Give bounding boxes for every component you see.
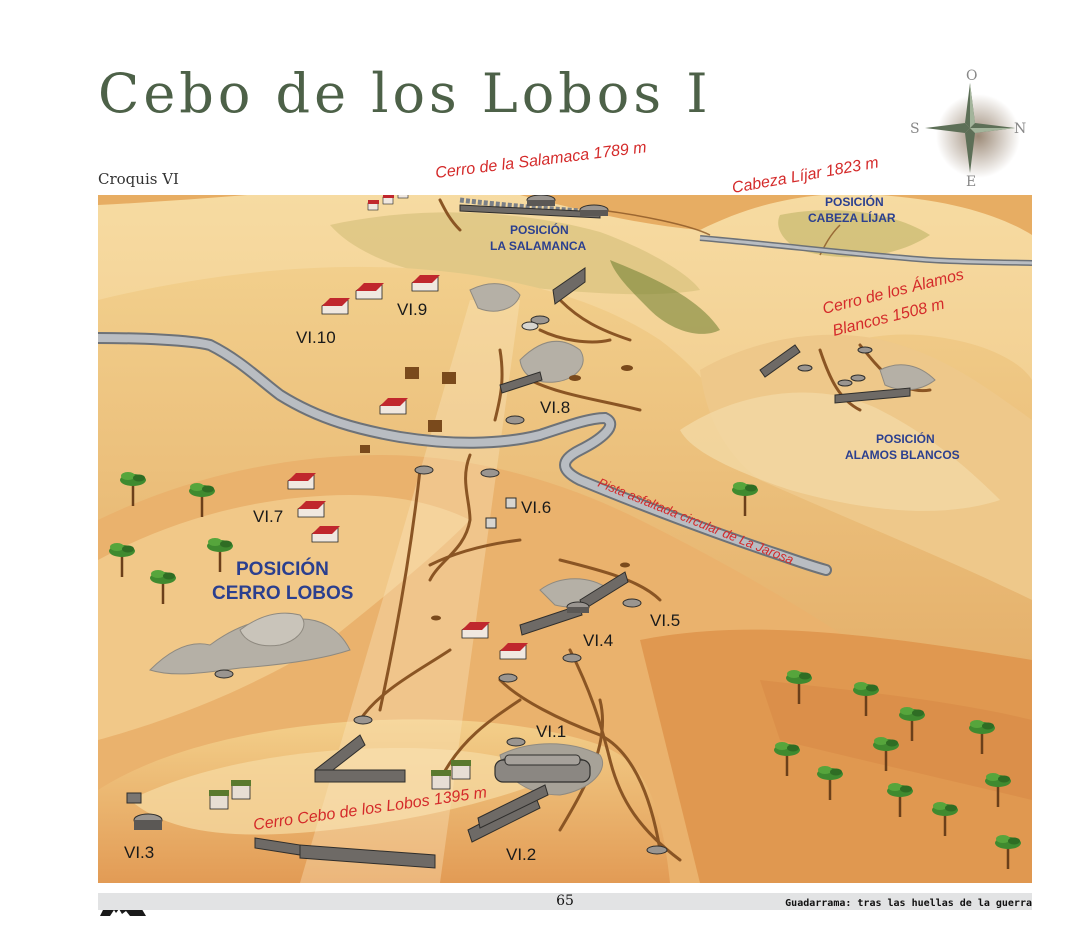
compass-west-label: O: [966, 68, 977, 84]
site-label-vi7: VI.7: [253, 507, 283, 526]
fortification-walls: [254, 204, 911, 869]
position-salamanca-line2: LA SALAMANCA: [490, 239, 587, 253]
houses: [209, 195, 528, 810]
dugouts: [360, 365, 633, 621]
position-lobos-line1: POSICIÓN: [236, 558, 329, 580]
site-label-vi8: VI.8: [540, 398, 570, 417]
compass-north-label: N: [1014, 121, 1026, 137]
site-label-vi4: VI.4: [583, 631, 613, 650]
site-label-vi1: VI.1: [536, 722, 566, 741]
position-alamos-line1: POSICIÓN: [876, 431, 935, 446]
sketch-subtitle: Croquis VI: [98, 170, 179, 188]
site-label-vi5: VI.5: [650, 611, 680, 630]
footer-bar: [98, 893, 1032, 910]
position-lijar-line1: POSICIÓN: [825, 194, 884, 209]
site-label-vi2: VI.2: [506, 845, 536, 864]
site-label-vi3: VI.3: [124, 843, 154, 862]
paved-road: [98, 197, 1032, 576]
site-label-vi10: VI.10: [296, 328, 336, 347]
terrain-layer: [98, 195, 1032, 883]
page-title: Cebo de los Lobos I: [98, 62, 712, 125]
peak-label-lijar: Cabeza Líjar 1823 m: [731, 154, 880, 197]
site-label-vi6: VI.6: [521, 498, 551, 517]
position-alamos-line2: ALAMOS BLANCOS: [845, 448, 960, 462]
position-lijar-line2: CABEZA LÍJAR: [808, 210, 896, 225]
compass-east-label: E: [966, 174, 976, 190]
site-label-vi9: VI.9: [397, 300, 427, 319]
peak-label-salamaca: Cerro de la Salamaca 1789 m: [434, 139, 647, 182]
bunkers: [126, 195, 873, 855]
compass-south-label: S: [910, 121, 920, 137]
compass-rose: O E S N: [910, 68, 1026, 190]
footer-book-title: Guadarrama: tras las huellas de la guerr…: [785, 898, 1032, 909]
position-salamanca-line1: POSICIÓN: [510, 222, 569, 237]
compass-shadow: [936, 94, 1020, 178]
position-lobos-line2: CERRO LOBOS: [212, 583, 353, 604]
page-number: 65: [556, 893, 574, 909]
